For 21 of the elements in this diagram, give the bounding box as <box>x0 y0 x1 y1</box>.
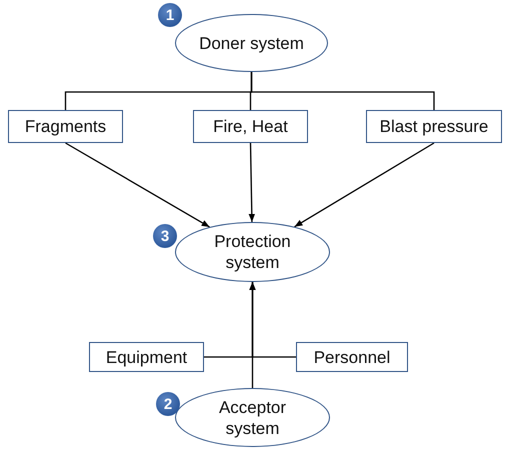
node-label: Acceptor system <box>218 396 288 438</box>
number-badge: 1 <box>158 3 182 27</box>
node-label: Fragments <box>24 116 106 137</box>
arrow <box>249 282 296 358</box>
arrow <box>65 142 210 228</box>
factor-box <box>89 342 204 372</box>
number-badge: 3 <box>153 224 177 248</box>
factor-box <box>366 110 502 143</box>
factor-box <box>193 110 308 143</box>
node-label: Fire, Heat <box>213 116 288 137</box>
arrow <box>248 142 255 222</box>
node-label: Personnel <box>314 346 390 368</box>
node-label: Blast pressure <box>380 116 488 137</box>
node-label: Equipment <box>106 346 188 368</box>
factor-box <box>8 110 123 143</box>
arrow <box>294 142 434 228</box>
node-label: Protection system <box>213 231 292 273</box>
factor-box <box>296 342 408 372</box>
number-badge: 2 <box>156 392 180 416</box>
connector-line <box>250 72 435 110</box>
node-label: Doner system <box>199 32 304 54</box>
